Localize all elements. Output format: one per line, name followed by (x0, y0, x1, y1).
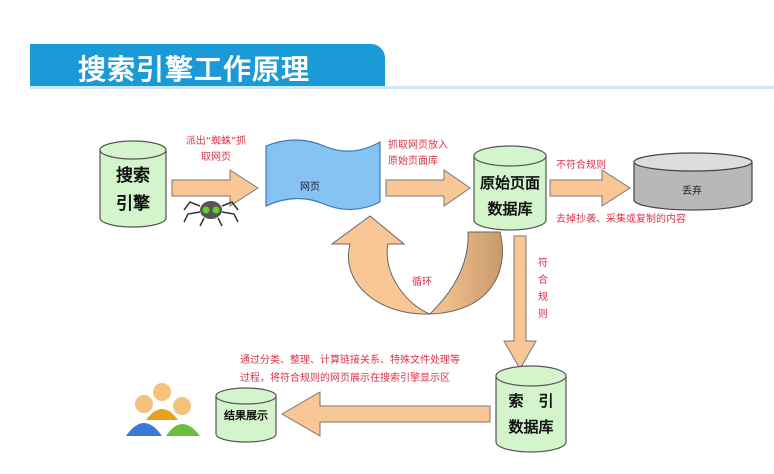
spider-caption: 派出“蜘蛛”抓 取网页 (176, 134, 256, 166)
store-caption: 抓取网页放入 原始页面库 (388, 138, 448, 170)
spider-caption-line1: 派出“蜘蛛”抓 (185, 136, 247, 147)
title-banner (30, 44, 385, 88)
spider-caption-line2: 取网页 (201, 152, 231, 163)
accept-caption: 符 合 规 则 (538, 255, 552, 323)
raw-db-line2: 数据库 (487, 200, 533, 218)
accept-char: 则 (538, 309, 548, 320)
search-engine-label: 搜索 引擎 (100, 162, 166, 218)
accept-char: 符 (538, 258, 548, 269)
loop-arrow (330, 215, 503, 315)
index-db-line2: 数据库 (508, 418, 554, 436)
banner-underline (30, 86, 774, 89)
search-engine-cylinder (99, 140, 167, 228)
process-caption-line2: 过程，将符合规则的网页展示在搜索引擎显示区 (240, 373, 450, 384)
webpage-shape (265, 139, 381, 211)
discard-label: 丢弃 (682, 186, 702, 197)
arrow-to-index-db (503, 235, 537, 371)
loop-caption: 循环 (412, 277, 432, 288)
store-caption-line2: 原始页面库 (388, 156, 438, 167)
remove-caption: 去掉抄袭、采集或复制的内容 (556, 214, 686, 225)
users-icon (126, 383, 200, 436)
webpage-label: 网页 (300, 182, 320, 193)
search-engine-line1: 搜索 (116, 166, 150, 186)
index-db-line1: 索 引 (508, 392, 554, 410)
process-caption: 通过分类、整理、计算链接关系、特殊文件处理等 过程，将符合规则的网页展示在搜索引… (240, 352, 460, 388)
results-cylinder (215, 387, 277, 443)
store-caption-line1: 抓取网页放入 (388, 140, 448, 151)
accept-char: 规 (538, 292, 548, 303)
raw-db-label: 原始页面 数据库 (466, 170, 554, 222)
reject-caption: 不符合规则 (556, 160, 606, 171)
raw-db-cylinder (473, 145, 547, 231)
search-engine-line2: 引擎 (116, 194, 150, 214)
index-db-cylinder (495, 365, 567, 453)
arrow-to-webpage (171, 169, 259, 207)
arrow-to-results (281, 391, 491, 437)
results-label: 结果展示 (224, 409, 268, 422)
accept-char: 合 (538, 275, 548, 286)
discard-cylinder (633, 152, 753, 211)
arrow-to-raw-db (385, 169, 471, 207)
raw-db-line1: 原始页面 (479, 174, 540, 192)
arrow-to-discard (549, 169, 631, 207)
index-db-label: 索 引 数据库 (496, 388, 566, 440)
process-caption-line1: 通过分类、整理、计算链接关系、特殊文件处理等 (240, 355, 460, 366)
page-title: 搜索引擎工作原理 (78, 53, 311, 86)
spider-icon (183, 201, 239, 227)
